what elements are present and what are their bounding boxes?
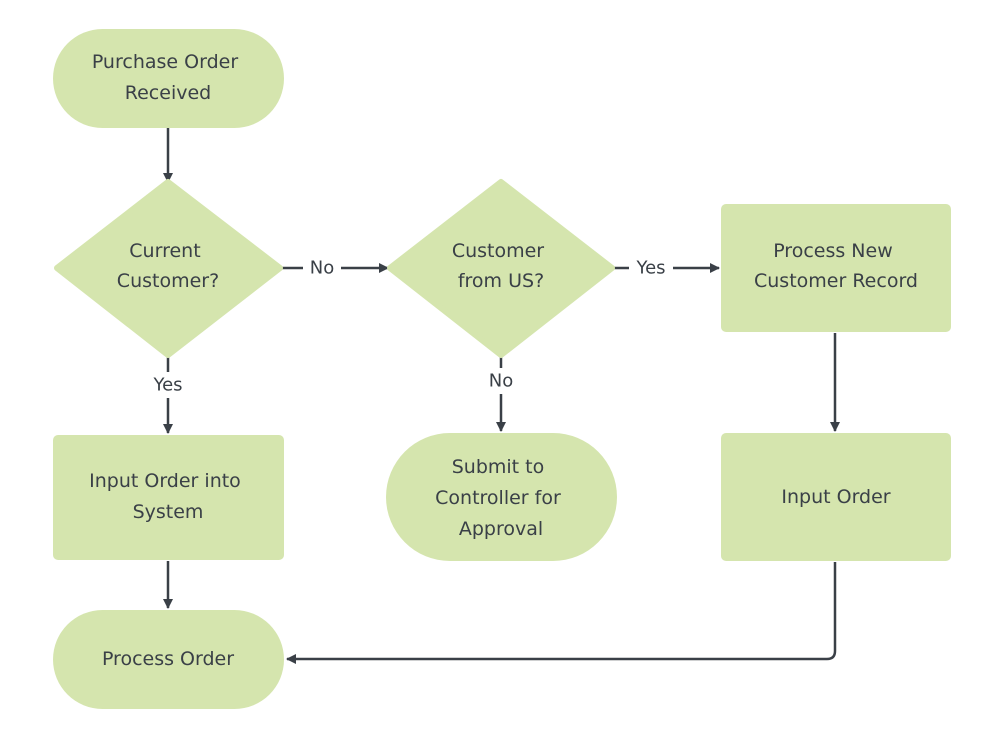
svg-text:Purchase Order Receive: Purchase Order Received <box>92 51 244 104</box>
node-input-order-into-system: Input Order into System <box>53 435 284 560</box>
svg-text:Process Order: Process Order <box>102 648 234 670</box>
edge-label-us-yes: Yes <box>635 258 665 279</box>
node-text-line: Customer Record <box>754 270 918 292</box>
node-text-line: System <box>133 501 204 523</box>
node-current-customer: Current Customer? <box>54 179 283 358</box>
node-submit-to-controller: Submit to Controller for Approval <box>386 433 617 561</box>
node-text-line: Customer <box>452 240 544 262</box>
node-text-line: Current <box>129 240 200 262</box>
node-text-line: Customer? <box>117 270 219 292</box>
nodes: Purchase Order Received Current Customer… <box>53 29 951 709</box>
node-text-line: Approval <box>459 518 543 540</box>
edge-input-order-to-process <box>286 562 837 664</box>
svg-text:Input Order into Syste: Input Order into System <box>89 470 247 523</box>
svg-text:Current Customer?: Current Customer? <box>117 240 219 292</box>
node-process-order: Process Order <box>53 610 284 709</box>
node-text-line: Controller for <box>435 487 561 509</box>
node-customer-from-us: Customer from US? <box>387 179 615 358</box>
edge-label-us-no: No <box>489 371 513 392</box>
svg-text:Submit to Controller f: Submit to Controller for Approval <box>435 456 567 540</box>
edge-label-current-no: No <box>310 258 334 279</box>
node-input-order: Input Order <box>721 433 951 561</box>
svg-text:Input Order: Input Order <box>781 486 890 508</box>
node-text-line: Purchase Order <box>92 51 239 73</box>
node-text-line: Input Order into <box>89 470 241 492</box>
edge-labels: No Yes Yes No <box>146 256 673 398</box>
svg-text:Process New Customer R: Process New Customer Record <box>754 240 918 292</box>
node-text-line: Input Order <box>781 486 890 508</box>
node-text-line: Received <box>125 82 211 104</box>
node-text-line: Process Order <box>102 648 234 670</box>
edge-label-current-yes: Yes <box>152 375 182 396</box>
svg-text:Customer from US?: Customer from US? <box>452 240 550 292</box>
node-text-line: Process New <box>773 240 893 262</box>
node-text-line: from US? <box>458 270 544 292</box>
node-purchase-order-received: Purchase Order Received <box>53 29 284 128</box>
node-process-new-customer-record: Process New Customer Record <box>721 204 951 332</box>
node-text-line: Submit to <box>452 456 545 478</box>
